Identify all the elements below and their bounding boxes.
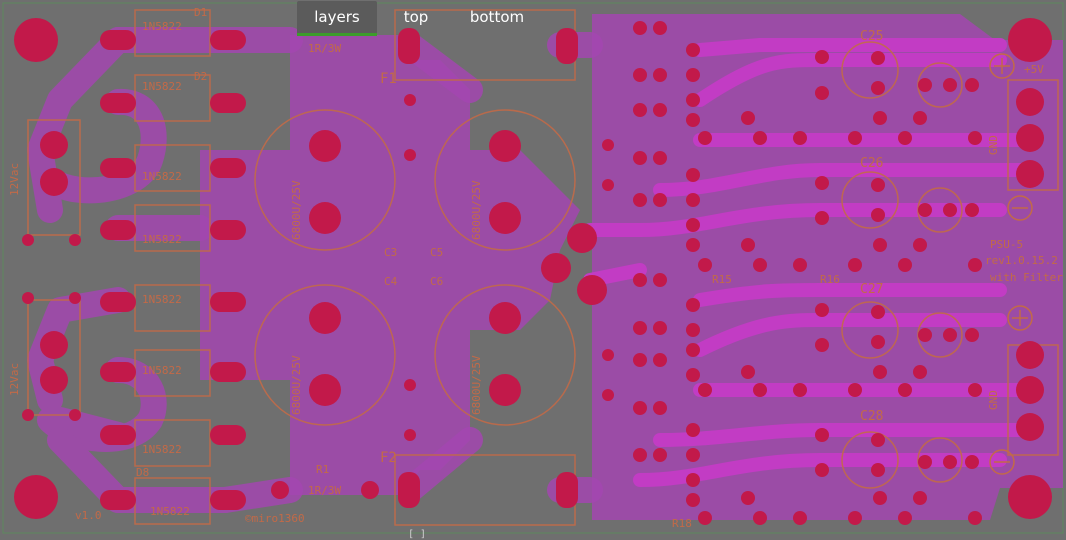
- label-c26: C26: [860, 156, 883, 171]
- label-vin-top: 12Vac: [8, 163, 21, 196]
- label-brand: PSU-5: [990, 238, 1023, 251]
- label-brand-rev: rev1.0.15.2: [985, 254, 1058, 267]
- label-cap-2: 6800U/25V: [470, 180, 483, 240]
- label-vin-bottom: 12Vac: [8, 363, 21, 396]
- label-c28: C28: [860, 409, 883, 424]
- label-diode-2: 1N5822: [142, 80, 182, 93]
- label-cap-3: 6800U/25V: [290, 355, 303, 415]
- label-c4: C4: [384, 275, 398, 288]
- label-resistor-bottom: 1R/3W: [308, 484, 341, 497]
- label-diode-8: 1N5822: [150, 505, 190, 518]
- label-resistor-top: 1R/3W: [308, 42, 341, 55]
- tab-bottom[interactable]: bottom: [469, 8, 525, 26]
- label-diode-3: 1N5822: [142, 170, 182, 183]
- label-diode-6: 1N5822: [142, 364, 182, 377]
- label-diode-1: 1N5822: [142, 20, 182, 33]
- label-f2: F2: [380, 450, 397, 466]
- label-r16: R16: [820, 273, 840, 286]
- label-gnd-top: GND: [987, 135, 1000, 155]
- cursor-indicator: [ ]: [408, 529, 427, 540]
- label-r18: R18: [672, 517, 692, 530]
- label-d2: D2: [194, 70, 207, 83]
- tab-layers[interactable]: layers: [297, 1, 377, 36]
- label-c25: C25: [860, 29, 883, 44]
- label-cap-4: 6800U/25V: [470, 355, 483, 415]
- label-c5: C5: [430, 246, 443, 259]
- mounting-holes: [14, 18, 1052, 519]
- label-d8: D8: [136, 466, 149, 479]
- label-d1: D1: [194, 6, 207, 19]
- layer-tabs: layers top bottom: [0, 0, 1066, 40]
- label-c3: C3: [384, 246, 397, 259]
- label-diode-4: 1N5822: [142, 233, 182, 246]
- label-c6: C6: [430, 275, 443, 288]
- label-cap-1: 6800U/25V: [290, 180, 303, 240]
- small-pads: [22, 21, 982, 525]
- label-version: v1.0: [75, 509, 102, 522]
- label-diode-5: 1N5822: [142, 293, 182, 306]
- label-gnd-bottom: GND: [987, 390, 1000, 410]
- polarity-symbols: [989, 53, 1033, 475]
- label-f1: F1: [380, 71, 397, 87]
- copper-pour-left: [200, 35, 580, 495]
- label-diode-7: 1N5822: [142, 443, 182, 456]
- label-filter: with Filter: [990, 271, 1063, 284]
- label-r15: R15: [712, 273, 732, 286]
- label-plus5v: +5V: [1024, 63, 1044, 76]
- label-c27: C27: [860, 282, 883, 297]
- label-r1: R1: [316, 463, 329, 476]
- pads: [40, 28, 1044, 510]
- label-author: ©miro1360: [245, 512, 305, 525]
- tab-top[interactable]: top: [403, 8, 429, 26]
